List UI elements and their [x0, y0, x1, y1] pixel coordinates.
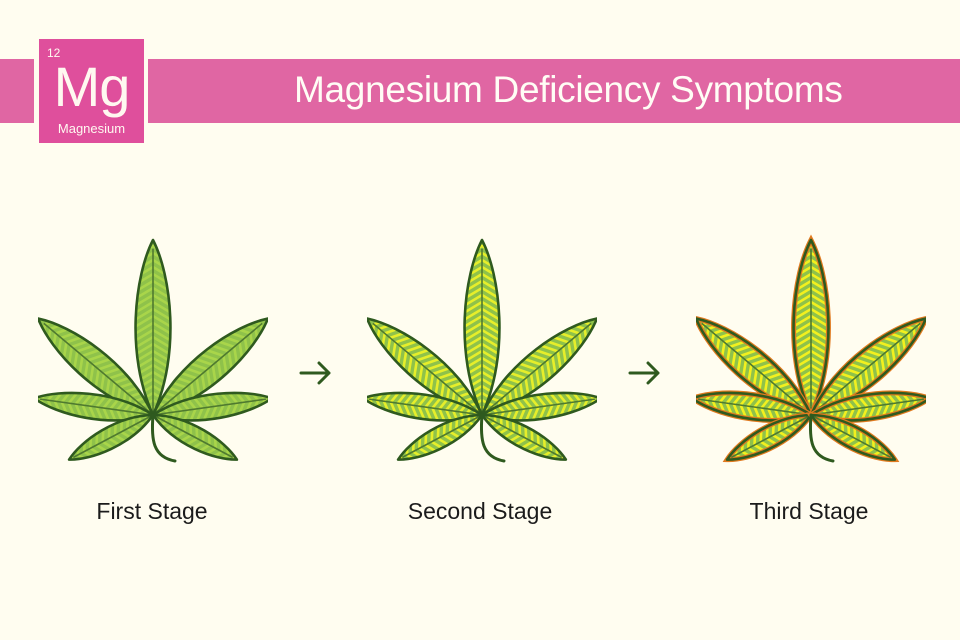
element-symbol: Mg	[53, 55, 131, 118]
leaf-stem	[150, 413, 177, 463]
stage-label-first: First Stage	[96, 498, 208, 524]
leaflet	[463, 238, 501, 417]
leaf-stage-3-icon	[696, 234, 926, 469]
leaf-stem	[808, 413, 835, 463]
leaflet	[791, 234, 831, 422]
leaflet	[806, 405, 900, 469]
leaf-stage-2-icon	[367, 238, 597, 469]
stage-label-third: Third Stage	[749, 498, 869, 524]
leaf-stage-1-icon	[38, 238, 268, 469]
arrow-right-icon	[628, 361, 660, 385]
banner-left	[0, 59, 34, 123]
element-tile: 12 Mg Magnesium	[39, 39, 144, 143]
atomic-number: 12	[47, 46, 61, 60]
stage-label-second: Second Stage	[407, 498, 553, 524]
page-title: Magnesium Deficiency Symptoms	[294, 69, 843, 110]
arrow-right-icon	[299, 361, 331, 385]
leaf-stem	[479, 413, 506, 463]
leaflet	[134, 238, 172, 417]
title-banner	[148, 59, 960, 123]
element-name: Magnesium	[57, 121, 126, 136]
